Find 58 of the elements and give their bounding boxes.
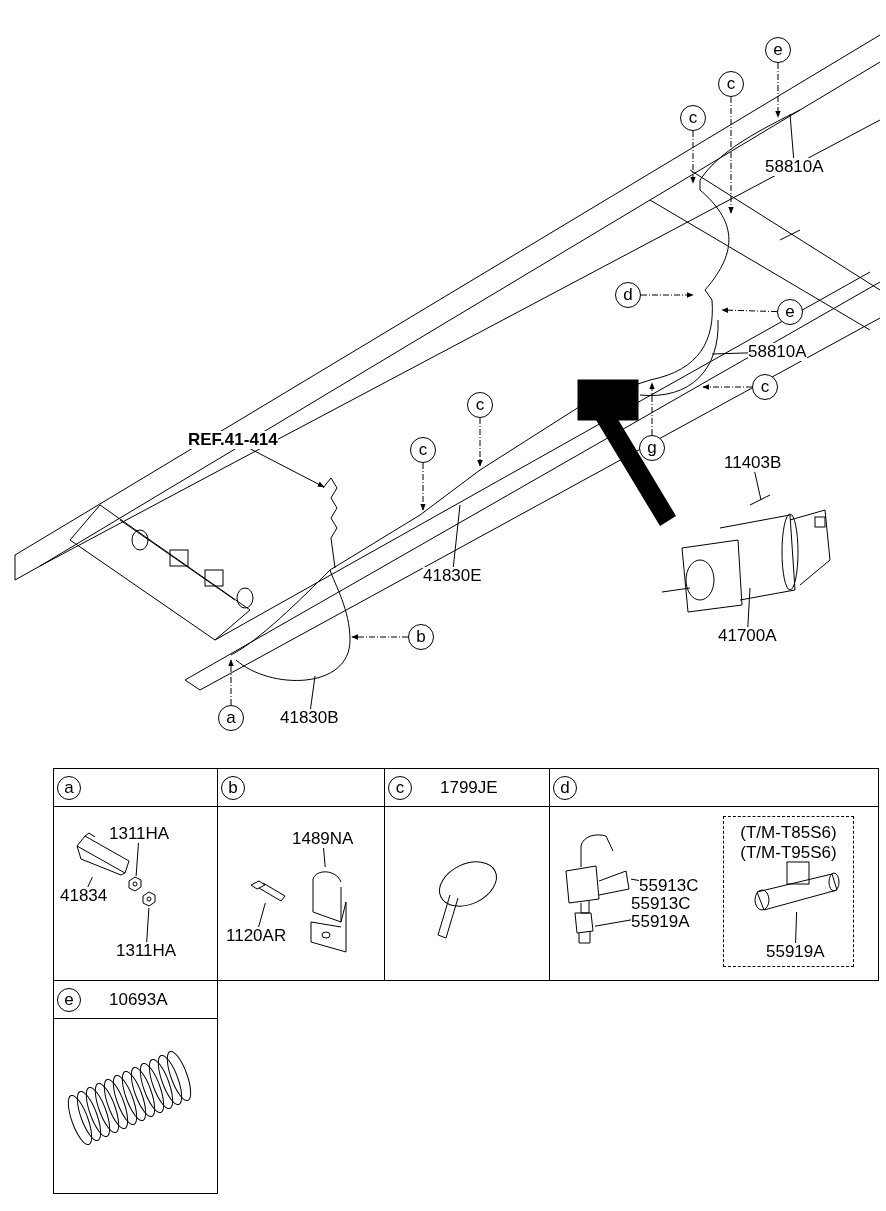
leader-line [452,504,461,568]
part-number: 58810A [765,158,824,176]
callout-letter: c [718,71,744,97]
part-number: 11403B [724,454,782,472]
leader-line [146,907,150,943]
leader-line [310,675,316,710]
table-header [53,980,218,1019]
leader-line [789,113,795,159]
leader-line [594,919,632,927]
callout-letter: c [680,105,706,131]
callout-letter: g [639,435,665,461]
tee-fitting-icon [754,860,841,912]
part-number: 1311HA [109,825,170,843]
leader-line [323,847,326,868]
leader-arrow [249,448,325,488]
callout-letter: c [467,392,493,418]
table-header [549,768,879,807]
nut-icon [128,876,143,893]
part-number: 1489NA [292,830,354,848]
part-number: 1799JE [440,778,498,797]
leader-arrow [702,384,753,390]
reference-label: REF.41-414 [188,431,278,449]
leader-arrow [640,292,694,298]
callout-letter: b [408,624,434,650]
leader-line [630,878,640,881]
leader-arrow [721,307,778,313]
table-header [53,768,218,807]
fitting-icon [574,911,595,945]
variant-note: (T/M-T85S6) (T/M-T95S6) [739,823,838,863]
callout-letter: c [410,437,436,463]
leader-arrow [228,659,234,706]
part-number: 58810A [748,343,807,361]
callout-letter: d [615,282,641,308]
leader-arrow [775,62,781,118]
leader-line [258,902,266,928]
table-cell [549,806,879,981]
leader-line [87,876,93,888]
callout-letter: c [752,374,778,400]
part-number: 10693A [109,990,168,1009]
leader-arrow [351,634,409,640]
table-cell [53,1018,218,1194]
leader-arrow [420,462,426,511]
callout-letter: a [218,705,244,731]
leader-line [795,911,798,944]
leader-line [754,471,762,501]
leader-line [135,842,139,877]
leader-arrow [728,96,734,214]
leader-arrow [649,382,655,436]
callout-letter: e [765,37,791,63]
leader-line [747,587,751,628]
leader-line [711,352,749,355]
nut-icon [142,891,157,908]
callout-letter: e [777,299,803,325]
leader-arrow [690,130,696,184]
elbow-fitting-icon [564,831,631,915]
bolt-icon [250,880,287,903]
leader-arrow [477,417,483,467]
dashed-group-box [723,816,854,967]
